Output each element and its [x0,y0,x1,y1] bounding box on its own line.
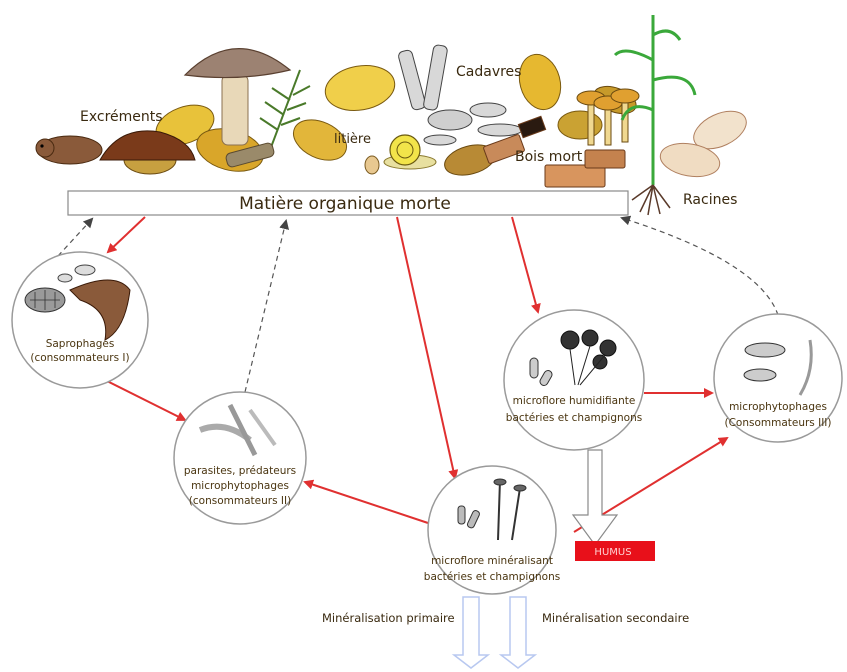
excrement-icon [99,130,196,161]
label-bois-mort: Bois mort [515,149,583,165]
mineralisation-primary-arrow [451,596,491,669]
label-mineralisation-primaire: Minéralisation primaire [322,611,455,625]
mineralisant-line1: microflore minéralisant [431,555,553,567]
humus-box [575,541,655,561]
arrow-bar-to-mineralisant [396,216,459,480]
snail-icon [383,134,437,170]
humidifiante-line1: microflore humidifiante [513,395,636,407]
woodlouse-icon [24,287,66,313]
carcass-icon [398,44,523,146]
flow-arrows [102,216,729,533]
parasites-line2: microphytophages [191,480,289,492]
conifer-sprig-icon [259,69,311,151]
label-excrements: Excréments [80,109,163,125]
plant-icon [613,15,697,185]
log-icon [225,142,275,168]
bark-curl-icon [69,279,131,341]
dashed-microphytophages-to-bar [620,215,779,316]
arrow-saprophages-to-parasites [102,378,187,421]
node-saprophages: Saprophages (consommateurs I) [11,251,149,389]
leaf-icon [293,119,347,161]
label-cadavres: Cadavres [456,64,521,80]
mineralisation-secondary-arrow [498,596,538,669]
mushroom-cluster-icon [576,88,640,146]
node-parasites: parasites, prédateurs microphytophages (… [173,391,307,525]
leaf-icon [693,110,747,150]
dashed-parasites-to-bar [244,219,289,393]
label-litiere: litière [334,132,371,147]
centipede-icon [198,403,277,457]
dead-wood-icon [483,115,626,188]
fungi-icon [560,329,617,386]
label-mineralisation-secondaire: Minéralisation secondaire [542,611,689,625]
fungi-small-icon [457,478,527,541]
mineralisant-line2: bactéries et champignons [424,571,560,583]
arrow-mineralisant-to-parasites [303,479,429,524]
node-microphytophages: microphytophages (Consommateurs III) [713,313,843,443]
saprophages-line2: (consommateurs I) [30,352,129,364]
node-humidifiante: microflore humidifiante bactéries et cha… [503,309,645,451]
rodent-icon [35,135,103,165]
microphytophages-line1: microphytophages [729,401,827,413]
leaf-icon [324,64,396,112]
bacteria-icon [529,357,553,386]
humus-label: HUMUS [594,547,631,558]
dashed-saprophages-to-bar [57,217,94,257]
parasites-line1: parasites, prédateurs [184,465,296,477]
microphytophages-line2: (Consommateurs III) [724,417,831,429]
roots-icon [631,184,671,216]
humidifiante-line2: bactéries et champignons [506,412,642,424]
parasites-line3: (consommateurs II) [189,495,291,507]
arrow-bar-to-saprophages [106,216,146,254]
leaf-icon [659,142,721,178]
mite-icon [743,339,813,396]
return-arrows [57,215,779,393]
humus-arrow [571,449,619,547]
leaf-icon [557,110,603,140]
top-labels: Excréments Cadavres litière Bois mort Ra… [80,64,737,208]
mushroom-icon [183,48,292,146]
organic-matter-label: Matière organique morte [239,194,451,214]
litter-illustration [35,15,747,216]
saprophages-line1: Saprophages [46,338,115,350]
leaf-icon [518,53,562,111]
arrow-bar-to-humidifiante [511,216,541,314]
acorn-icon [364,155,380,175]
label-racines: Racines [683,192,737,208]
springtail-icon [57,264,96,283]
node-mineralisant: microflore minéralisant bactéries et cha… [424,465,560,595]
organic-matter-bar [67,190,629,216]
